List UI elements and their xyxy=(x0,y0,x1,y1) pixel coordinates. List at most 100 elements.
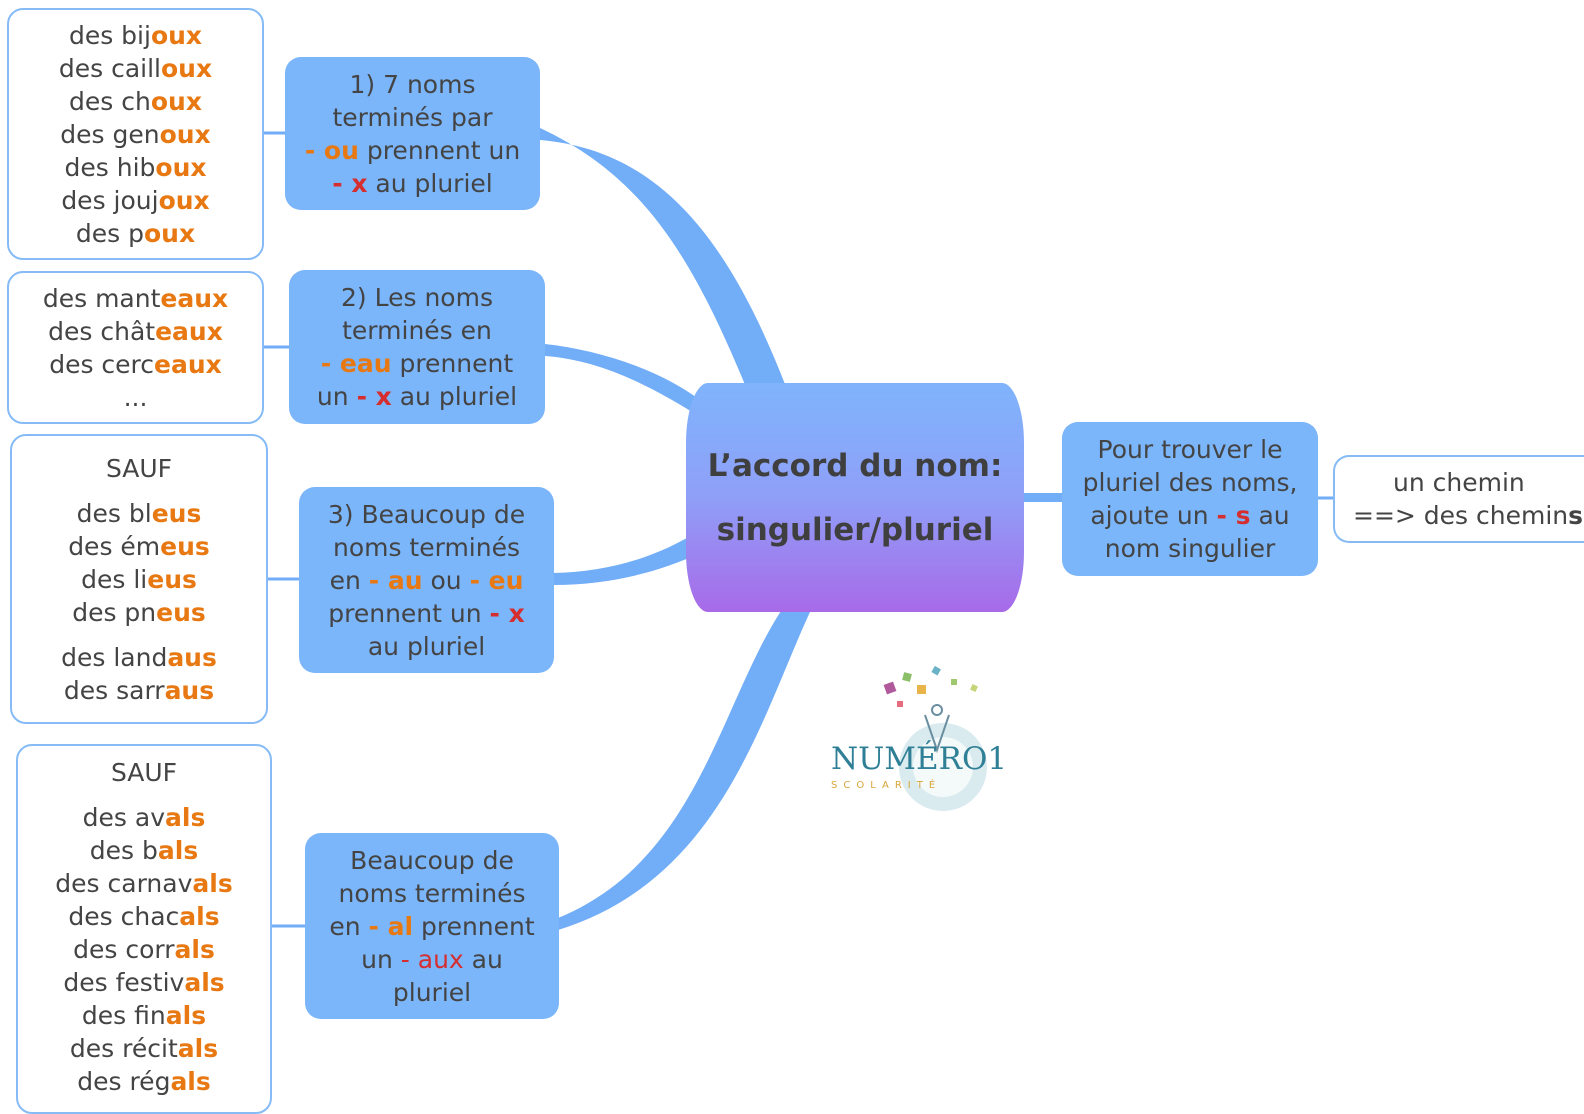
text-line: des pneus xyxy=(72,596,206,629)
rule3-examples-box[interactable]: SAUF des bleus des émeus des lieus des p… xyxy=(10,434,268,724)
text-line: prennent un - x xyxy=(328,597,525,630)
text-line: des lieus xyxy=(81,563,197,596)
text-fragment: eaux xyxy=(154,349,222,379)
text-fragment: des pn xyxy=(72,597,157,627)
text-line: des bals xyxy=(90,834,198,867)
text-line: - ou prennent un xyxy=(305,134,520,167)
central-title-line1: L’accord du nom: xyxy=(707,447,1003,484)
text-fragment: des caill xyxy=(58,53,161,83)
branch-rule4 xyxy=(558,605,810,930)
text-fragment: au pluriel xyxy=(391,382,518,411)
rule4-examples-box[interactable]: SAUF des avals des bals des carnavals de… xyxy=(16,744,272,1114)
rule4-sauf: SAUF xyxy=(110,758,178,787)
text-fragment: des li xyxy=(81,564,148,594)
text-fragment: als xyxy=(174,935,215,964)
text-fragment: des bij xyxy=(68,20,151,50)
text-fragment: prennent xyxy=(391,349,514,378)
text-fragment: des chac xyxy=(68,902,180,931)
text-line: des bijoux xyxy=(69,19,202,52)
text-fragment: au xyxy=(463,944,503,974)
text-line: des festivals xyxy=(63,966,224,999)
text-fragment: des hib xyxy=(64,152,156,182)
text-line: des poux xyxy=(76,217,195,250)
rule2-suffix: - eau xyxy=(320,349,392,378)
text-line: noms terminés xyxy=(338,878,526,908)
text-fragment: als xyxy=(179,902,220,931)
text-fragment: - al xyxy=(368,911,414,941)
text-fragment: oux xyxy=(158,185,210,215)
text-fragment: des corr xyxy=(73,935,175,964)
text-fragment: des ém xyxy=(68,531,161,561)
logo-subtitle: SCOLARITÉ xyxy=(831,780,942,791)
text-fragment: au xyxy=(1250,501,1290,530)
rule3-sauf: SAUF xyxy=(105,453,173,483)
text-fragment: ajoute un xyxy=(1090,501,1217,530)
text-fragment: des p xyxy=(75,218,144,248)
text-fragment: als xyxy=(165,1001,207,1030)
rule4-topic[interactable]: Beaucoup de noms terminés en - al prenne… xyxy=(305,833,559,1019)
text-fragment: des av xyxy=(82,803,165,832)
text-line: des landaus xyxy=(61,641,217,674)
logo-wordmark: NUMÉRO1 xyxy=(831,741,1008,777)
text-line: des manteaux xyxy=(43,282,228,315)
text-line: - x au pluriel xyxy=(332,167,493,200)
rule2-topic[interactable]: 2) Les noms terminés en - eau prennent u… xyxy=(289,270,545,424)
rule1-topic[interactable]: 1) 7 noms terminés par - ou prennent un … xyxy=(285,57,540,210)
text-line: pluriel xyxy=(392,977,472,1007)
text-fragment: als xyxy=(170,1067,211,1096)
text-line: des carnavals xyxy=(55,867,232,900)
text-line: 2) Les noms xyxy=(341,283,493,312)
text-line: Beaucoup de xyxy=(350,845,514,875)
text-fragment: oux xyxy=(143,218,196,248)
rule3-topic[interactable]: 3) Beaucoup de noms terminés en - au ou … xyxy=(299,487,554,673)
text-fragment: aus xyxy=(164,675,215,705)
text-fragment: des sarr xyxy=(63,675,165,705)
text-line: en - al prennent xyxy=(329,910,534,943)
text-fragment: des festiv xyxy=(63,968,185,997)
text-fragment: oux xyxy=(150,86,202,116)
branch-rule3 xyxy=(553,530,702,585)
text-fragment: prennent un xyxy=(328,598,490,628)
text-line: terminés en xyxy=(342,316,492,345)
text-fragment: als xyxy=(157,836,199,865)
rule2-examples-box[interactable]: des manteaux des châteaux des cerceaux .… xyxy=(7,271,264,424)
text-fragment: des land xyxy=(61,642,168,672)
text-line: pluriel des noms, xyxy=(1082,468,1298,497)
text-line: des émeus xyxy=(68,530,210,563)
rule1-line1: 1) 7 noms xyxy=(349,69,476,99)
text-line: ==> des chemins xyxy=(1353,499,1583,532)
logo-graphic xyxy=(883,665,987,811)
text-line: des cailloux xyxy=(59,52,212,85)
text-fragment: ou xyxy=(422,565,470,595)
general-rule-topic[interactable]: Pour trouver le pluriel des noms, ajoute… xyxy=(1062,422,1318,576)
rule2-x: - x xyxy=(356,382,392,411)
text-line: des finals xyxy=(82,999,206,1032)
central-title-line2: singulier/pluriel xyxy=(716,511,994,548)
text-fragment: des chât xyxy=(48,316,156,346)
text-line: des avals xyxy=(83,801,206,834)
text-line: des hiboux xyxy=(65,151,207,184)
numero1-logo: NUMÉRO1 SCOLARITÉ xyxy=(825,655,1015,820)
text-fragment: als xyxy=(165,803,206,832)
text-line: des châteaux xyxy=(48,315,223,348)
central-topic[interactable]: L’accord du nom: singulier/pluriel xyxy=(686,383,1024,612)
text-line: ajoute un - s au xyxy=(1090,499,1289,532)
text-fragment: des fin xyxy=(81,1001,166,1030)
text-fragment: des récit xyxy=(69,1034,178,1063)
text-fragment: des rég xyxy=(77,1067,171,1096)
text-fragment: prennent xyxy=(413,911,535,941)
text-fragment: des bl xyxy=(76,498,152,528)
text-line: des sarraus xyxy=(64,674,214,707)
text-line: des joujoux xyxy=(61,184,209,217)
rule1-suffix: - ou xyxy=(304,135,359,165)
text-line: en - au ou - eu xyxy=(330,564,524,597)
text-line: des corrals xyxy=(73,933,215,966)
general-example-box[interactable]: un chemin ==> des chemins xyxy=(1333,455,1584,543)
rule1-examples-box[interactable]: des bijoux des cailloux des choux des ge… xyxy=(7,8,264,260)
text-line: 3) Beaucoup de xyxy=(327,499,526,529)
rule1-line2: terminés par xyxy=(332,102,493,132)
text-fragment: eus xyxy=(151,498,202,528)
text-line: - eau prennent xyxy=(321,347,513,380)
text-fragment: als xyxy=(184,968,225,997)
